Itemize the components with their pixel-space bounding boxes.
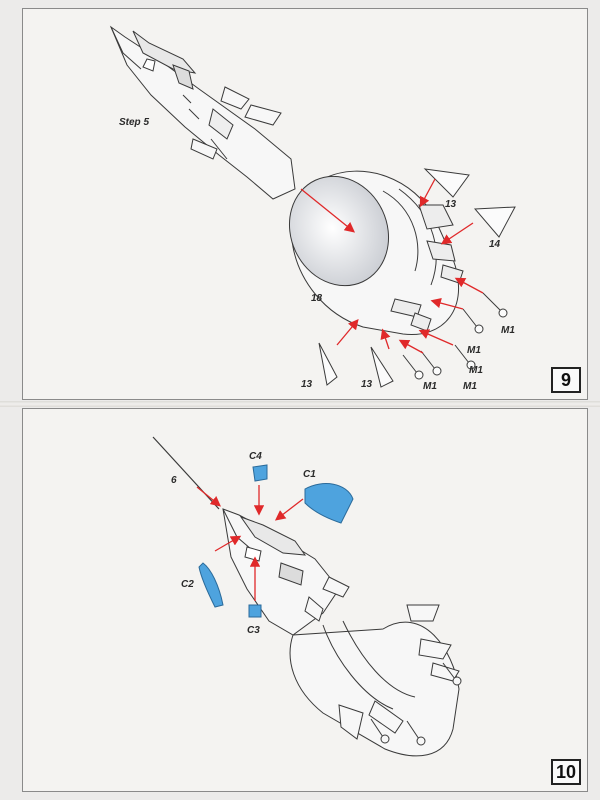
- part-c2-label: C2: [181, 579, 194, 590]
- part-m1-label-a: M1: [501, 325, 515, 336]
- step-5-ref-label: Step 5: [119, 117, 149, 128]
- part-14-label: 14: [489, 239, 501, 250]
- part-c4-clear: [252, 464, 268, 482]
- part-13-label-c: 13: [361, 379, 373, 390]
- part-6-probe: [152, 436, 220, 510]
- assembled-aircraft: [222, 508, 462, 757]
- part-13-label-a: 13: [445, 199, 457, 210]
- forward-fuselage: [109, 25, 296, 200]
- part-14-fin: [473, 206, 516, 238]
- part-m1-label-d: M1: [423, 381, 437, 392]
- part-13-label-b: 13: [301, 379, 313, 390]
- part-m1-label-c: M1: [469, 365, 483, 376]
- part-c3-clear: [248, 604, 262, 618]
- wheel-parts: [402, 292, 508, 380]
- assembly-arrows: [300, 178, 484, 354]
- step-9-drawing: Step 5 18 13 14 13 13 M1 M1 M1 M1 M1: [109, 25, 516, 392]
- step-10-panel: 6 C4 C1 C2 C3 10: [22, 408, 588, 792]
- loose-parts: [318, 168, 516, 388]
- part-c1-canopy: [304, 483, 354, 524]
- part-m1-label-e: M1: [463, 381, 477, 392]
- part-c3-label: C3: [247, 625, 260, 636]
- part-18-label: 18: [311, 293, 323, 304]
- part-c4-label: C4: [249, 451, 262, 462]
- step-9-panel: Step 5 18 13 14 13 13 M1 M1 M1 M1 M1 9: [22, 8, 588, 400]
- page-fold: [0, 401, 600, 407]
- part-13-upper: [423, 168, 470, 198]
- part-6-label: 6: [171, 475, 177, 486]
- step-10-drawing: 6 C4 C1 C2 C3: [152, 436, 462, 757]
- step-number-10: 10: [551, 759, 581, 785]
- part-c1-label: C1: [303, 469, 316, 480]
- part-c2-clear: [198, 562, 224, 608]
- engine-nacelle: [288, 170, 464, 336]
- part-13-lower-left: [318, 342, 338, 386]
- part-m1-label-b: M1: [467, 345, 481, 356]
- part-13-lower-mid: [370, 346, 394, 388]
- clear-parts: [198, 464, 354, 618]
- assembly-arrows-10: [196, 485, 304, 601]
- step-number-9: 9: [551, 367, 581, 393]
